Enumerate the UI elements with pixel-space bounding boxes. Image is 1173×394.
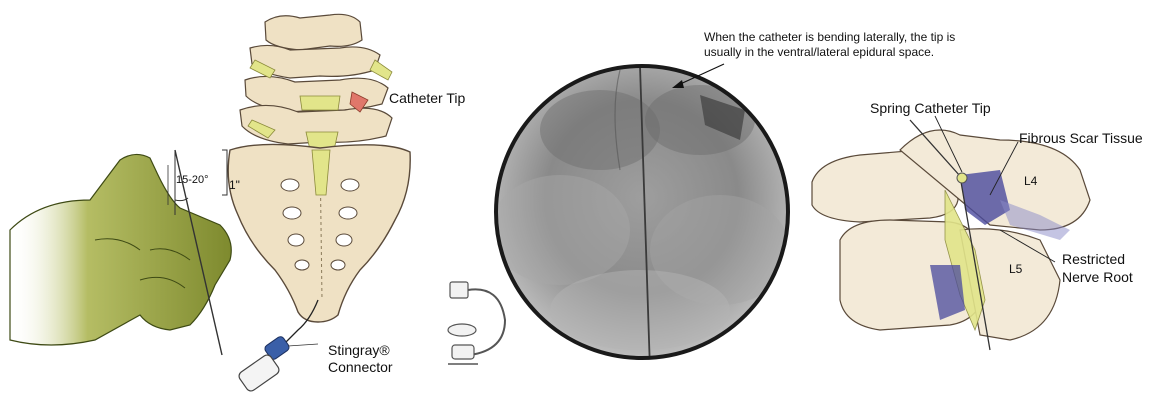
nerve-root-line2: Nerve Root — [1062, 268, 1133, 286]
fibrous-scar-label: Fibrous Scar Tissue — [1019, 130, 1143, 146]
l5-label: L5 — [1009, 262, 1022, 277]
l4-label: L4 — [1024, 174, 1037, 189]
spring-catheter-tip-label: Spring Catheter Tip — [870, 100, 991, 116]
nerve-root-label: Restricted Nerve Root — [1062, 250, 1133, 286]
nerve-root-line1: Restricted — [1062, 250, 1133, 268]
